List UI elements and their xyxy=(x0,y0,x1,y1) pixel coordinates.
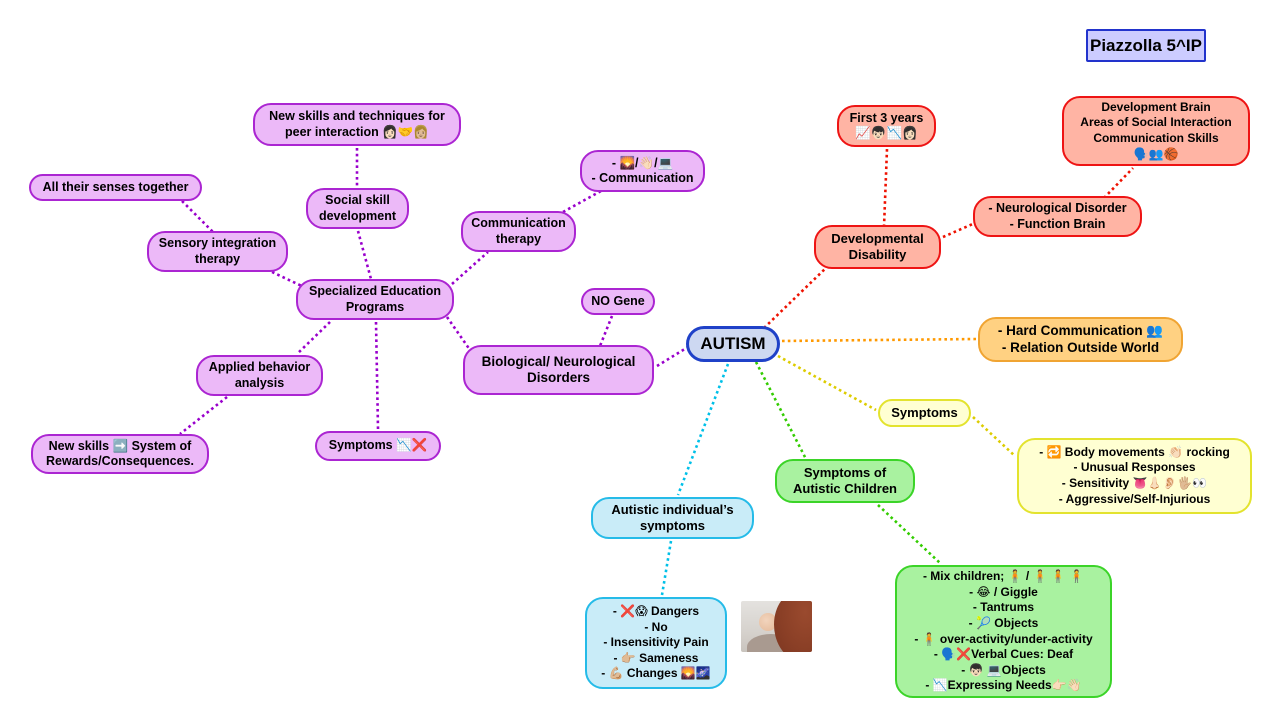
connector xyxy=(676,363,730,496)
connector xyxy=(181,200,214,233)
connector xyxy=(656,345,689,368)
node-autistic-individuals-symptoms[interactable]: Autistic individual’s symptoms xyxy=(591,497,754,539)
node-autism-center[interactable]: AUTISM xyxy=(686,326,780,362)
connector xyxy=(445,316,472,351)
node-symptoms-decrease[interactable]: Symptoms 📉❌ xyxy=(315,431,441,461)
connector xyxy=(179,395,228,436)
node-neurological-disorder[interactable]: - Neurological Disorder - Function Brain xyxy=(973,196,1142,237)
node-specialized-education-programs[interactable]: Specialized Education Programs xyxy=(296,279,454,320)
connector xyxy=(781,337,977,343)
node-symptoms-list[interactable]: - 🔁 Body movements 👏🏻 rocking - Unusual … xyxy=(1017,438,1252,514)
connector xyxy=(451,251,489,285)
node-first-3-years[interactable]: First 3 years 📈👦🏻📉👩🏻 xyxy=(837,105,936,147)
node-no-gene[interactable]: NO Gene xyxy=(581,288,655,315)
node-symptoms[interactable]: Symptoms xyxy=(878,399,971,427)
connector xyxy=(763,265,829,329)
photo-baby-face-shape xyxy=(759,613,777,631)
connector xyxy=(972,416,1016,457)
node-communication-therapy[interactable]: Communication therapy xyxy=(461,211,576,252)
node-communication-detail[interactable]: - 🌄/👋🏻/💻 - Communication xyxy=(580,150,705,192)
connector xyxy=(754,361,808,460)
connector xyxy=(882,148,889,228)
connector xyxy=(1103,167,1134,199)
connector xyxy=(777,354,877,412)
node-developmental-disability[interactable]: Developmental Disability xyxy=(814,225,941,269)
node-all-senses-together[interactable]: All their senses together xyxy=(29,174,202,201)
map-title-box[interactable]: Piazzolla 5^IP xyxy=(1086,29,1206,62)
node-new-skills-peer-interaction[interactable]: New skills and techniques for peer inter… xyxy=(253,103,461,146)
node-autistic-symptoms-list[interactable]: - ❌😱 Dangers - No - Insensitivity Pain -… xyxy=(585,597,727,689)
connector xyxy=(942,221,976,239)
node-sensory-integration-therapy[interactable]: Sensory integration therapy xyxy=(147,231,288,272)
connector xyxy=(356,230,373,280)
node-social-skill-development[interactable]: Social skill development xyxy=(306,188,409,229)
connector xyxy=(660,540,673,596)
node-hard-communication[interactable]: - Hard Communication 👥 - Relation Outsid… xyxy=(978,317,1183,362)
node-applied-behavior-analysis[interactable]: Applied behavior analysis xyxy=(196,355,323,396)
photo-mother-hair-shape xyxy=(774,601,812,652)
connector xyxy=(296,321,331,355)
connector xyxy=(562,189,602,214)
node-symptoms-autistic-children[interactable]: Symptoms of Autistic Children xyxy=(775,459,915,503)
node-rewards-consequences[interactable]: New skills ➡️ System of Rewards/Conseque… xyxy=(31,434,209,474)
connector xyxy=(598,315,614,347)
node-biological-neurological-disorders[interactable]: Biological/ Neurological Disorders xyxy=(463,345,654,395)
node-development-brain[interactable]: Development Brain Areas of Social Intera… xyxy=(1062,96,1250,166)
node-children-symptoms-list[interactable]: - Mix children; 🧍 / 🧍 🧍 🧍 - 😂 / Giggle -… xyxy=(895,565,1112,698)
photo-mother-baby[interactable] xyxy=(741,601,812,652)
connector xyxy=(374,321,380,430)
connector xyxy=(877,504,941,564)
